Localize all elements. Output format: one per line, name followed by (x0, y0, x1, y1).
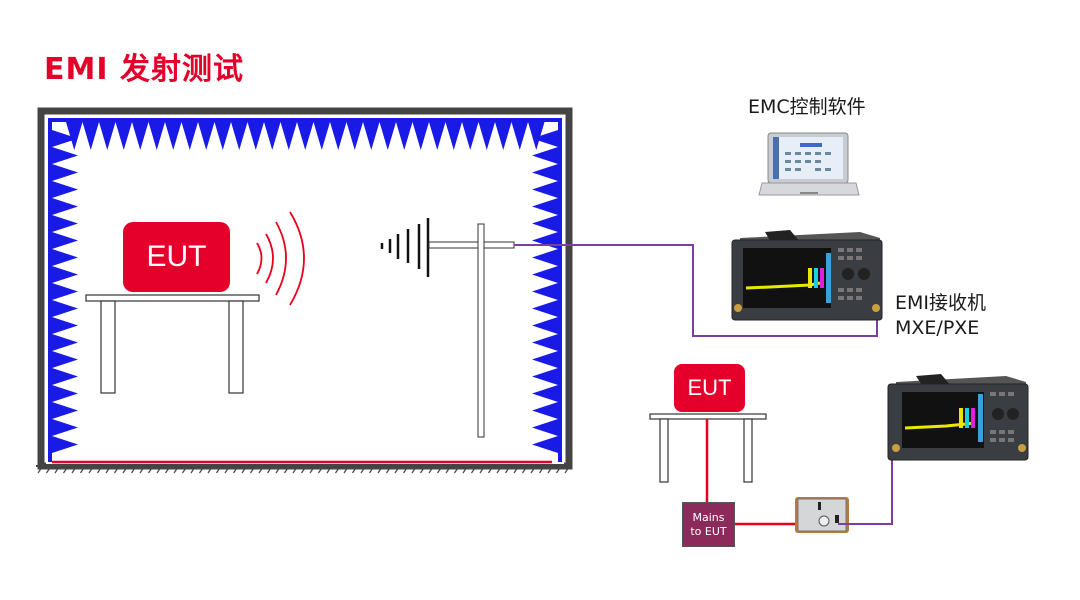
absorber-cone (115, 122, 132, 150)
absorber-cone (82, 122, 99, 150)
absorber-cone (52, 402, 78, 419)
page-title: EMI 发射测试 (44, 52, 244, 87)
absorber-cone (52, 266, 78, 283)
absorber-cone (363, 122, 380, 150)
laptop-icon (758, 132, 860, 196)
rf-cable-2 (838, 457, 893, 525)
antenna-icon (380, 218, 515, 438)
floor-hatch (37, 466, 570, 474)
absorber-cone (532, 317, 558, 334)
emission-waves-icon (256, 211, 305, 306)
absorber-cone (52, 317, 78, 334)
absorber-cone (52, 130, 78, 147)
absorber-cone (52, 351, 78, 368)
absorber-cone (297, 122, 314, 150)
receiver-label-line2: MXE/PXE (895, 317, 980, 339)
absorber-cone (52, 147, 78, 164)
absorber-cone (532, 436, 558, 453)
lisn-label-line1: Mains (692, 510, 725, 524)
absorber-cone (528, 122, 545, 150)
absorber-cone (52, 164, 78, 181)
lisn-device-icon (795, 497, 849, 533)
absorber-cone (52, 436, 78, 453)
absorber-cone (511, 122, 528, 150)
absorber-cone (99, 122, 116, 150)
absorber-cone (181, 122, 198, 150)
absorber-cone (532, 215, 558, 232)
absorber-cone (52, 232, 78, 249)
chamber-wall (37, 107, 573, 470)
signal-analyzer-icon (731, 230, 883, 321)
absorber-cone (532, 300, 558, 317)
absorber-cone (52, 215, 78, 232)
absorber-cone (280, 122, 297, 150)
absorber-cone (532, 351, 558, 368)
absorber-cone (66, 122, 83, 150)
absorber-cone (532, 402, 558, 419)
signal-analyzer-icon-2 (887, 374, 1029, 461)
absorber-cone (532, 368, 558, 385)
absorber-cone (52, 419, 78, 436)
absorber-cone (52, 300, 78, 317)
absorber-cone (532, 283, 558, 300)
eut-box-conducted: EUT (674, 364, 745, 412)
receiver-label: EMI接收机 MXE/PXE (895, 291, 986, 341)
absorber-cone (532, 334, 558, 351)
absorber-cone (396, 122, 413, 150)
absorber-cone (532, 198, 558, 215)
absorber-cone (495, 122, 512, 150)
absorber-cone (462, 122, 479, 150)
absorber-cone (231, 122, 248, 150)
absorber-cone (532, 249, 558, 266)
absorber-cone (264, 122, 281, 150)
absorber-cone (532, 266, 558, 283)
lisn-box: Mains to EUT (682, 502, 735, 547)
emc-software-label: EMC控制软件 (748, 96, 866, 118)
absorber-cone (532, 164, 558, 181)
absorber-cone (132, 122, 149, 150)
lisn-label-line2: to EUT (690, 524, 727, 538)
anechoic-chamber (36, 107, 573, 474)
absorber-cone (313, 122, 330, 150)
absorber-cone (165, 122, 182, 150)
absorber-cone (532, 181, 558, 198)
absorber-cone (429, 122, 446, 150)
absorber-cone (52, 283, 78, 300)
rf-cable (514, 244, 878, 337)
absorber-cone (478, 122, 495, 150)
absorber-cone (346, 122, 363, 150)
absorber-cone (198, 122, 215, 150)
absorber-cone (532, 232, 558, 249)
absorber-cone (379, 122, 396, 150)
absorber-cone (532, 385, 558, 402)
absorber-cone (52, 368, 78, 385)
absorber-cone (445, 122, 462, 150)
absorber-cone (330, 122, 347, 150)
absorber-cone (412, 122, 429, 150)
receiver-label-line1: EMI接收机 (895, 292, 987, 314)
absorber-cone (52, 249, 78, 266)
absorber-cone (52, 181, 78, 198)
absorber-cone (532, 147, 558, 164)
test-table (85, 294, 260, 394)
absorber-cone (214, 122, 231, 150)
absorber-cones (48, 118, 562, 462)
absorber-cone (52, 334, 78, 351)
absorber-cone (247, 122, 264, 150)
absorber-cone (52, 198, 78, 215)
absorber-cone (532, 419, 558, 436)
absorber-cone (532, 130, 558, 147)
absorber-cone (52, 385, 78, 402)
eut-box: EUT (123, 222, 230, 292)
absorber-cone (148, 122, 165, 150)
